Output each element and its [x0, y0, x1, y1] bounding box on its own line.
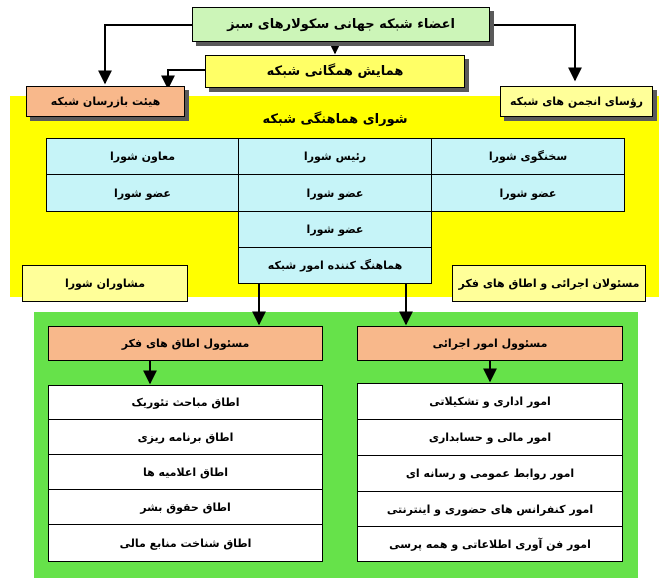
council-member-center: عضو شورا: [238, 174, 432, 212]
arrow-members-to-inspectors: [98, 24, 192, 85]
chapter-heads-box: رؤسای انجمن های شبکه: [500, 86, 653, 117]
council-member-left: عضو شورا: [46, 174, 239, 212]
inspectors-box: هیئت بازرسان شبکه: [26, 86, 185, 117]
think-tank-item: اطاق حقوق بشر: [48, 489, 323, 525]
general-assembly-box: همایش همگانی شبکه: [205, 55, 465, 88]
think-tank-head-box: مسئوول اطاق های فکر: [48, 326, 323, 361]
council-vice-chair: معاون شورا: [46, 138, 239, 175]
exec-affair-item: امور روابط عمومی و رسانه ای: [357, 455, 623, 492]
think-tank-item: اطاق اعلامیه ها: [48, 454, 323, 490]
think-tank-item: اطاق شناخت منابع مالی: [48, 524, 323, 562]
exec-affair-item: امور فن آوری اطلاعاتی و همه پرسی: [357, 526, 623, 562]
exec-affair-item: امور مالی و حسابداری: [357, 419, 623, 456]
network-members-box: اعضاء شبکه جهانی سکولارهای سبز: [192, 7, 490, 42]
think-tank-item: اطاق برنامه ریزی: [48, 419, 323, 455]
think-tank-item: اطاق مباحث تئوریک: [48, 385, 323, 420]
exec-and-think-tanks-box: مسئولان اجرائی و اطاق های فکر: [452, 265, 646, 302]
arrow-members-to-chapter-heads: [490, 24, 582, 82]
arrow-assembly-to-inspectors: [161, 69, 205, 90]
exec-affair-item: امور کنفرانس های حضوری و اینترنتی: [357, 491, 623, 527]
council-member-right: عضو شورا: [431, 174, 625, 212]
council-title: شورای هماهنگی شبکه: [262, 112, 408, 127]
council-chair: رئیس شورا: [238, 138, 432, 175]
exec-affair-item: امور اداری و تشکیلاتی: [357, 383, 623, 420]
council-advisors-box: مشاوران شورا: [22, 265, 188, 302]
council-member-center-2: عضو شورا: [238, 211, 432, 248]
network-coordinator: هماهنگ کننده امور شبکه: [238, 247, 432, 284]
exec-head-box: مسئوول امور اجرائی: [357, 326, 623, 361]
council-spokesperson: سخنگوی شورا: [431, 138, 625, 175]
